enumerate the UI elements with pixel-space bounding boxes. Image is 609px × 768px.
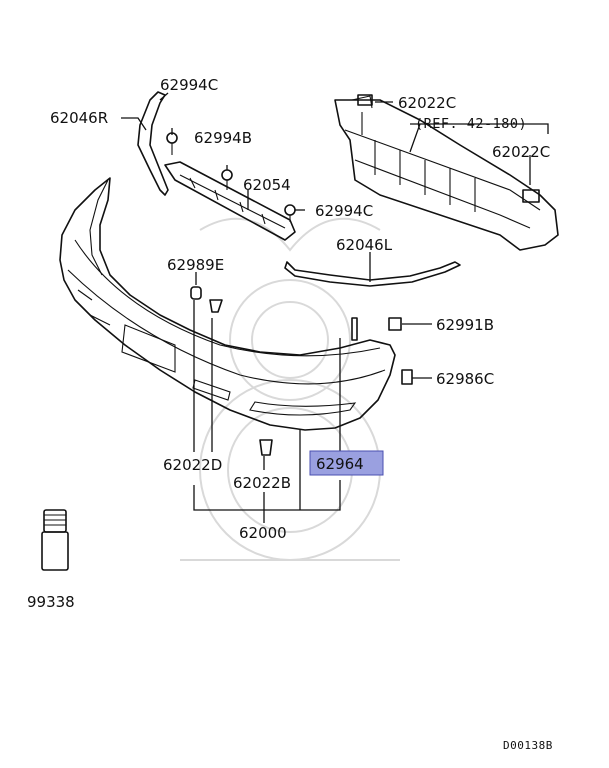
label-62986C[interactable]: 62986C <box>436 370 494 388</box>
label-99338[interactable]: 99338 <box>27 593 75 611</box>
label-62994B[interactable]: 62994B <box>194 129 252 147</box>
label-62994C-mid[interactable]: 62994C <box>315 202 373 220</box>
touch-up-paint-bottle[interactable] <box>41 509 69 571</box>
bumper-bracket-left[interactable] <box>284 261 461 287</box>
upper-absorber[interactable] <box>164 161 296 241</box>
label-62046L[interactable]: 62046L <box>336 236 393 254</box>
label-ref-42-180: (REF. 42-180) <box>415 116 527 132</box>
label-62000[interactable]: 62000 <box>239 524 287 542</box>
label-62989E[interactable]: 62989E <box>167 256 224 274</box>
label-62022B[interactable]: 62022B <box>233 474 291 492</box>
label-62022C-right[interactable]: 62022C <box>492 143 550 161</box>
label-62054[interactable]: 62054 <box>243 176 291 194</box>
highlight-box-62964 <box>309 450 384 476</box>
label-62046R[interactable]: 62046R <box>50 109 108 127</box>
label-62022D[interactable]: 62022D <box>163 456 222 474</box>
label-62994C-top[interactable]: 62994C <box>160 76 218 94</box>
label-62022C-top[interactable]: 62022C <box>398 94 456 112</box>
label-62991B[interactable]: 62991B <box>436 316 494 334</box>
bumper-bracket-right[interactable] <box>137 91 169 196</box>
leader-lines <box>121 92 549 523</box>
diagram-code: D00138B <box>503 739 553 752</box>
bumper-reinforcement[interactable] <box>334 94 559 251</box>
label-62964[interactable]: 62964 <box>316 455 364 473</box>
